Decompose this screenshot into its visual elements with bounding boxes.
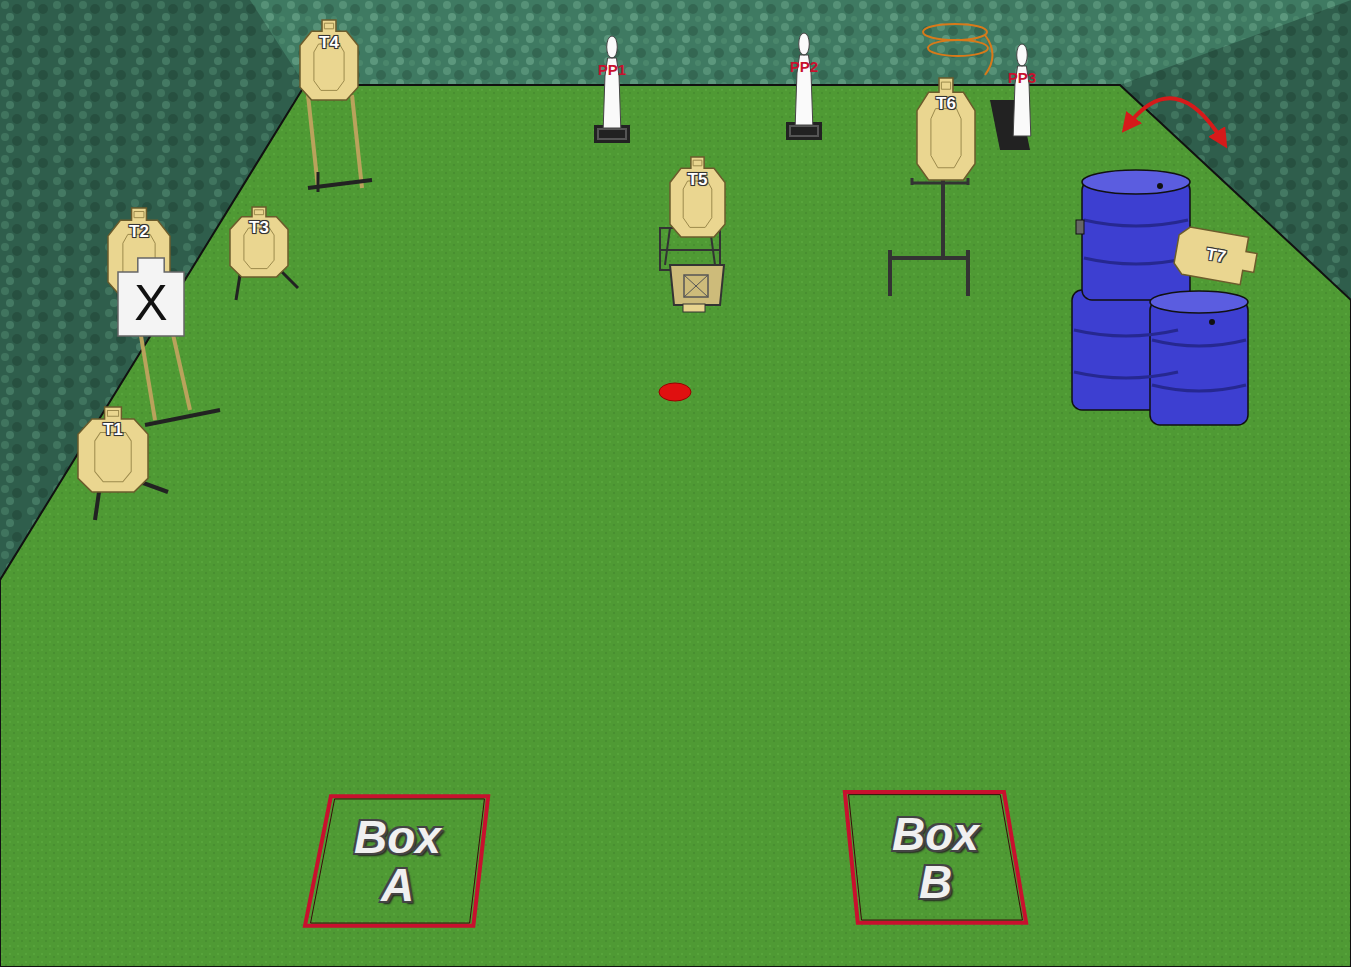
target-label: T1: [103, 421, 123, 439]
paper-target: T1: [78, 407, 148, 492]
target-outline: [78, 407, 148, 492]
shooting-box: Box A: [305, 795, 490, 927]
target-label: PP3: [1008, 70, 1036, 86]
box-label: Box A: [342, 813, 454, 910]
no-shoot-target: X: [118, 258, 184, 336]
target-outline: [917, 78, 975, 180]
target-label: PP1: [598, 62, 626, 78]
target-outline: [1000, 44, 1044, 144]
paper-target: T3: [230, 207, 288, 277]
target-outline: [590, 36, 634, 136]
box-label: Box B: [880, 810, 992, 907]
shooting-box: Box B: [843, 792, 1028, 924]
target-outline: [670, 157, 725, 237]
target-outline: [782, 33, 826, 133]
target-label: X: [134, 277, 167, 330]
popper-target: PP1: [590, 36, 634, 136]
target-label: T3: [249, 219, 269, 237]
paper-target: T4: [300, 20, 358, 100]
target-label: T5: [688, 171, 708, 189]
target-label: PP2: [790, 59, 818, 75]
target-label: T4: [319, 34, 339, 52]
target-label: T2: [129, 223, 149, 241]
popper-target: PP2: [782, 33, 826, 133]
target-outline: [300, 20, 358, 100]
target-outline: [230, 207, 288, 277]
target-label: T6: [936, 95, 956, 113]
paper-target: T5: [670, 157, 725, 237]
popper-target: PP3: [1000, 44, 1044, 144]
paper-target: T6: [917, 78, 975, 180]
target-label: T7: [1205, 245, 1228, 266]
